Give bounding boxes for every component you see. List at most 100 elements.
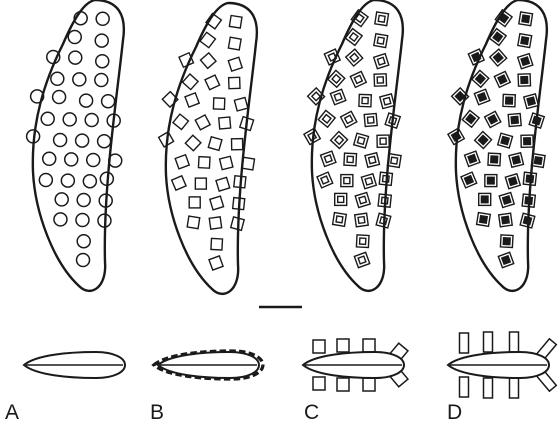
leaf-outline-b: [159, 3, 257, 294]
circle-marker: [41, 112, 54, 125]
projection-tube: [510, 378, 519, 398]
square-marker: [185, 135, 201, 151]
projection-tube: [337, 339, 349, 352]
square-marker: [519, 12, 533, 26]
square-marker: [209, 256, 223, 270]
square-marker: [341, 111, 357, 127]
circle-marker: [76, 134, 89, 147]
square-marker: [172, 176, 186, 190]
square-marker: [488, 153, 501, 166]
square-marker: [465, 151, 480, 166]
leaf-outline-a: [27, 0, 124, 291]
square-marker: [200, 53, 216, 69]
circle-marker: [98, 135, 111, 148]
square-marker: [499, 213, 513, 227]
circle-marker: [43, 152, 56, 165]
square-marker: [350, 71, 366, 87]
square-marker: [518, 54, 533, 69]
square-marker: [216, 177, 230, 191]
panel-label-c: C: [304, 401, 319, 424]
square-marker: [189, 197, 200, 208]
projection-tube: [460, 377, 469, 397]
square-marker: [208, 137, 222, 151]
square-marker: [220, 156, 233, 169]
square-marker: [356, 235, 369, 248]
square-marker: [232, 139, 243, 150]
square-marker: [499, 193, 514, 208]
square-marker: [333, 213, 347, 227]
circle-marker: [95, 34, 108, 47]
square-marker: [494, 71, 510, 87]
circle-marker: [96, 12, 109, 25]
square-marker: [211, 238, 223, 250]
circle-marker: [87, 154, 100, 167]
panel-label-d: D: [447, 401, 462, 424]
square-marker: [355, 213, 369, 227]
square-marker: [375, 12, 389, 26]
square-marker: [229, 77, 240, 88]
circle-marker: [51, 72, 64, 85]
square-marker: [500, 235, 513, 248]
square-marker: [359, 94, 371, 106]
square-marker: [509, 153, 524, 168]
square-marker: [364, 113, 377, 126]
square-marker: [234, 97, 247, 110]
circle-marker: [96, 55, 109, 68]
square-marker: [355, 193, 370, 208]
panel-label-b: B: [150, 401, 164, 424]
square-marker: [505, 174, 520, 189]
square-marker: [377, 135, 389, 147]
square-marker: [474, 89, 490, 105]
square-marker: [219, 117, 231, 129]
circle-marker: [102, 95, 115, 108]
square-marker: [195, 178, 206, 189]
square-marker: [374, 74, 386, 86]
circle-marker: [54, 134, 67, 147]
square-marker: [374, 34, 388, 48]
square-marker: [490, 49, 507, 66]
circle-marker: [55, 193, 68, 206]
square-marker: [331, 132, 348, 149]
cross-section-d: [448, 332, 556, 398]
square-marker: [210, 196, 224, 210]
square-marker: [346, 49, 363, 66]
square-marker: [344, 153, 357, 166]
circle-marker: [85, 114, 98, 127]
cross-section-b: [154, 351, 263, 379]
square-marker: [341, 175, 353, 187]
square-marker: [209, 217, 221, 229]
square-marker: [498, 252, 513, 267]
square-marker: [477, 213, 491, 227]
square-marker: [354, 252, 369, 267]
square-marker: [183, 74, 199, 90]
square-marker: [380, 94, 395, 109]
cross-section-c: [303, 339, 408, 391]
square-marker: [173, 114, 188, 129]
square-marker: [228, 37, 241, 50]
square-marker: [374, 54, 389, 69]
square-marker: [361, 174, 376, 189]
square-marker: [318, 110, 335, 127]
projection-tube: [484, 332, 493, 352]
square-marker: [187, 216, 200, 229]
square-marker: [205, 75, 220, 90]
square-marker: [228, 57, 242, 71]
projection-tube: [484, 378, 493, 398]
cross-section-a: [24, 352, 125, 378]
square-marker: [365, 153, 380, 168]
square-marker: [461, 172, 477, 188]
square-marker: [479, 193, 491, 205]
square-marker: [335, 193, 347, 205]
circle-marker: [95, 74, 108, 87]
leaf-outline-c: [304, 0, 403, 291]
circle-marker: [73, 73, 86, 86]
circle-marker: [80, 94, 93, 107]
projection-tube: [363, 378, 375, 391]
square-marker: [503, 94, 515, 106]
circle-marker: [65, 153, 78, 166]
circle-marker: [77, 254, 90, 267]
square-marker: [229, 16, 242, 29]
circle-marker: [39, 174, 52, 187]
square-marker: [317, 172, 333, 188]
